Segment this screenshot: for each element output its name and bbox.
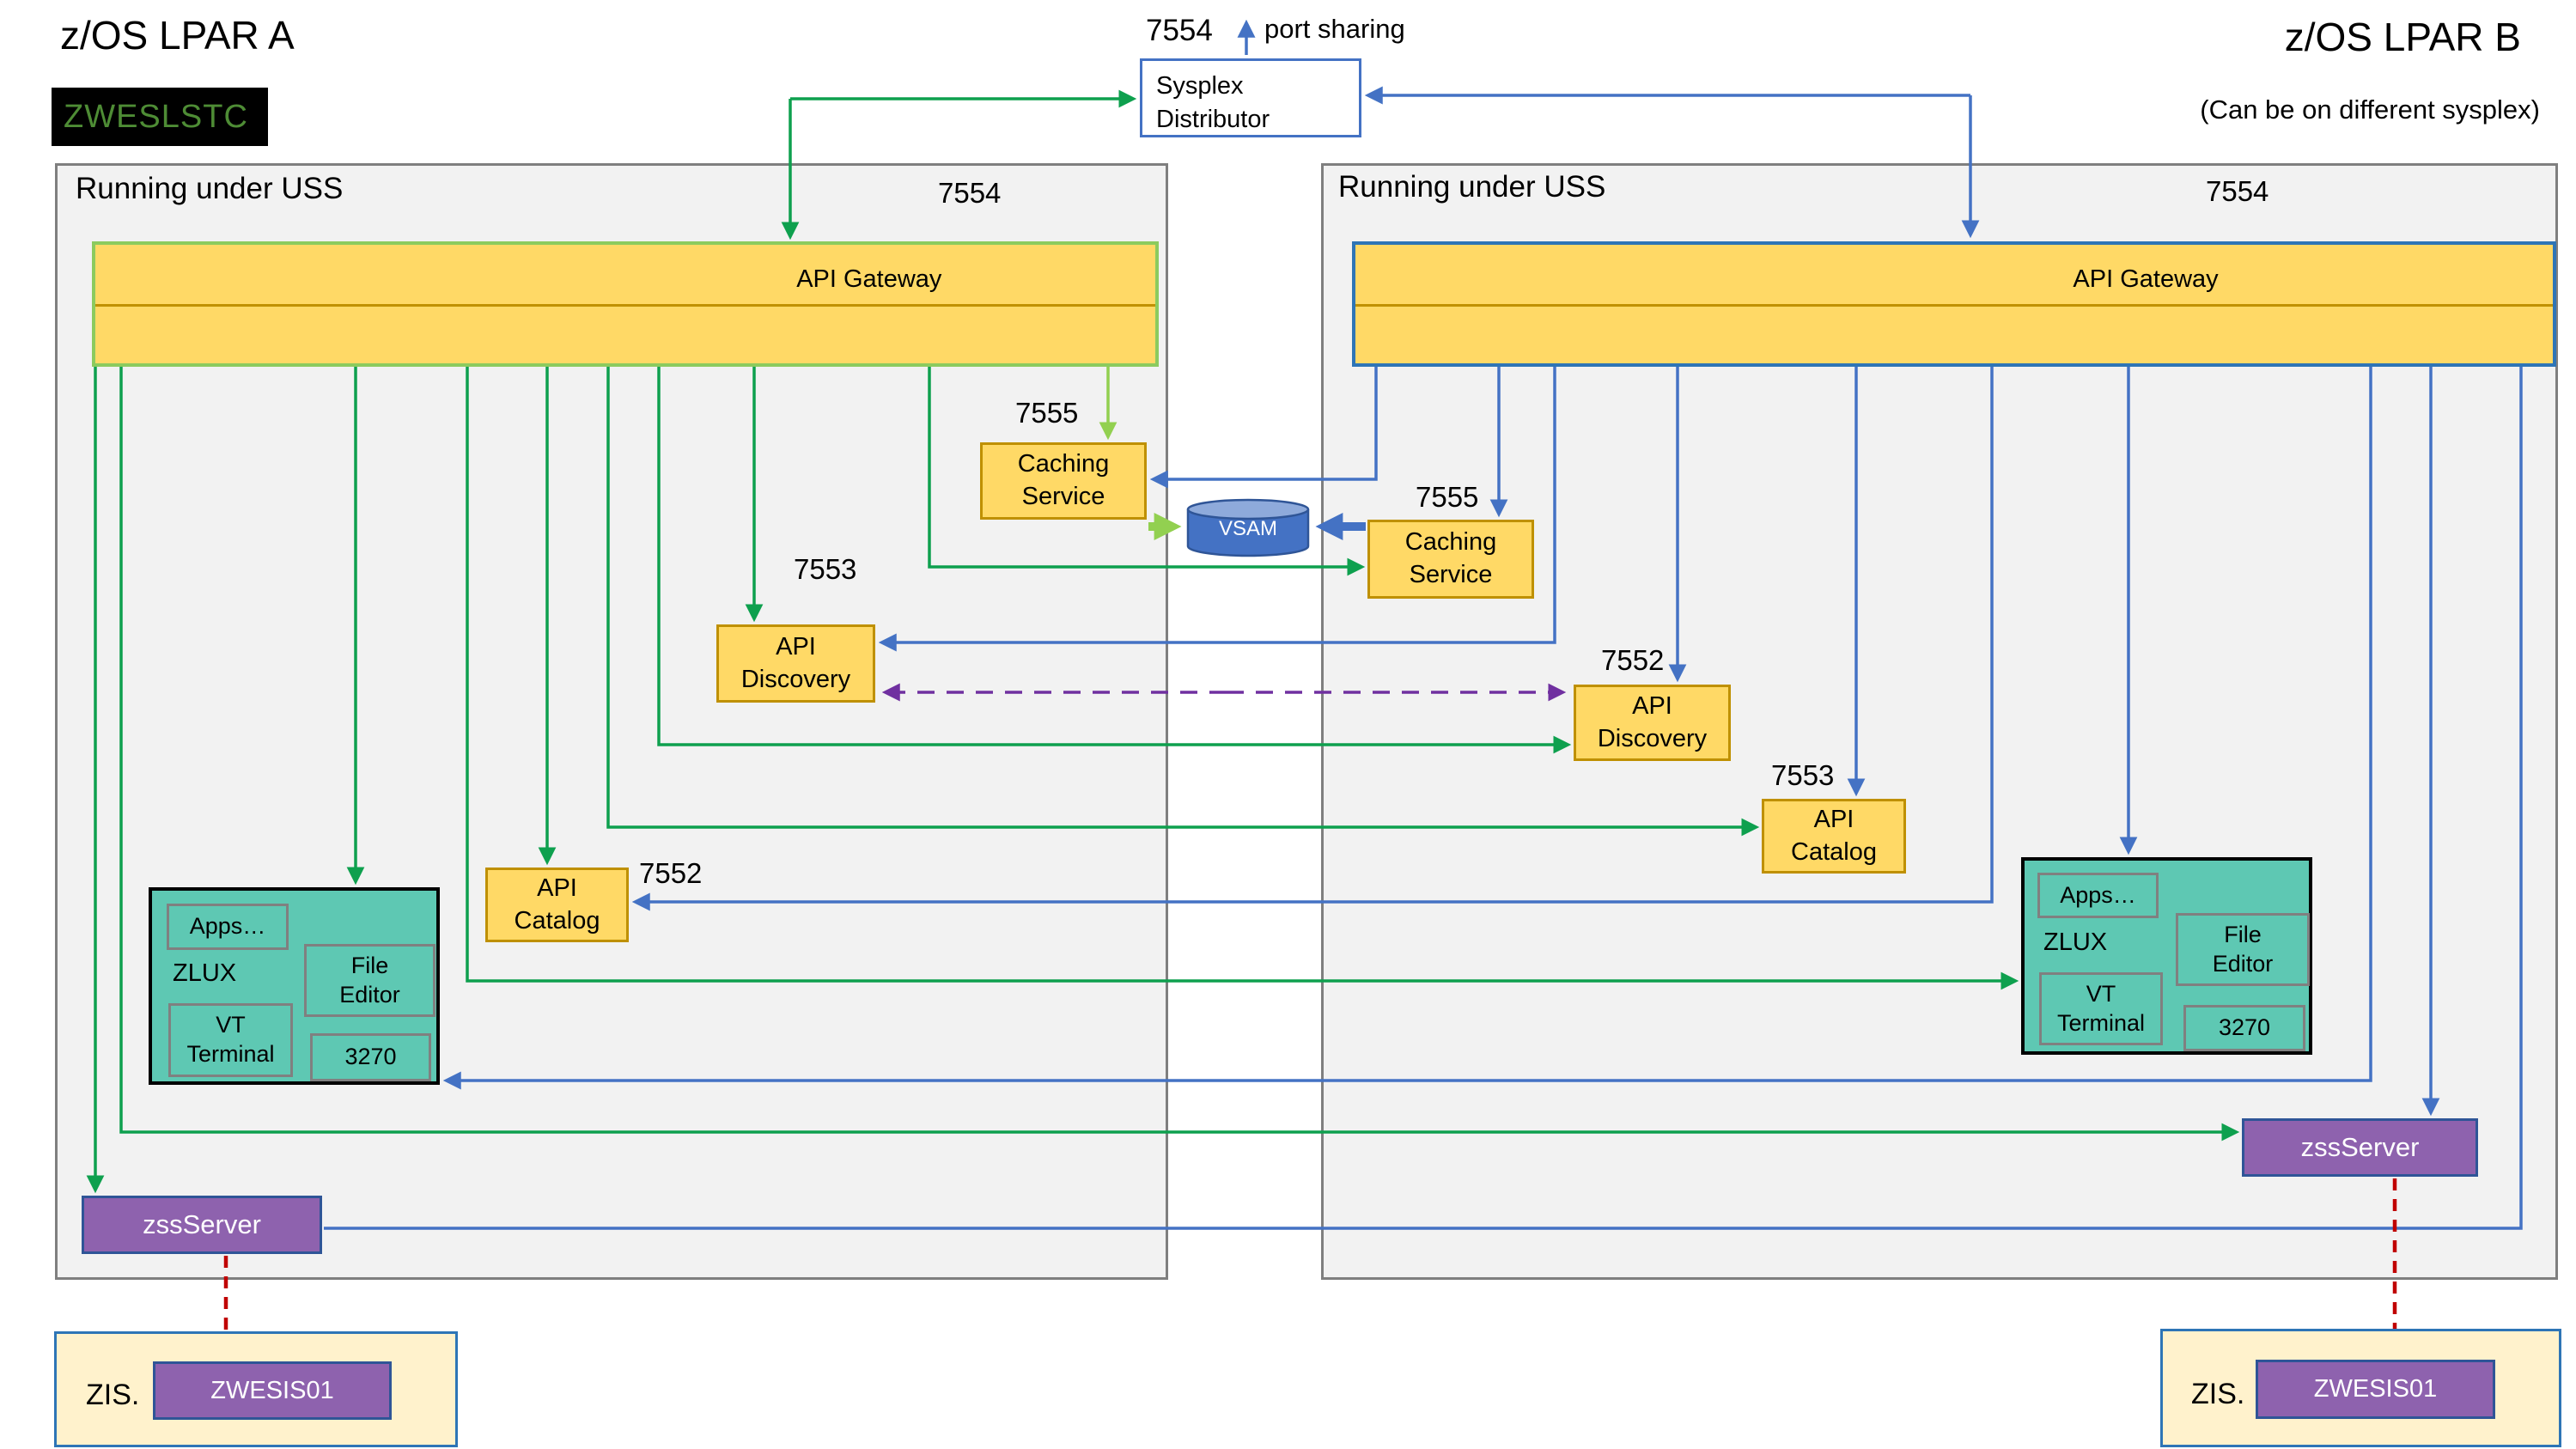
vt-terminal-box-a: VT Terminal xyxy=(168,1003,293,1077)
zis-box-a: ZIS. ZWESIS01 xyxy=(54,1331,458,1447)
t3270-label-a: 3270 xyxy=(344,1044,397,1070)
api-catalog-a: API Catalog xyxy=(485,868,629,942)
uss-label-b: Running under USS xyxy=(1338,170,1606,204)
zwesis01-a: ZWESIS01 xyxy=(153,1361,392,1420)
zlux-label-a: ZLUX xyxy=(173,959,237,987)
t3270-label-b: 3270 xyxy=(2218,1014,2271,1041)
uss-label-a: Running under USS xyxy=(76,172,344,205)
file-editor-label-a: File Editor xyxy=(339,952,400,1008)
zssserver-a: zssServer xyxy=(82,1196,322,1254)
discovery-a-port: 7553 xyxy=(794,553,857,585)
sysplex-port-label: 7554 xyxy=(1146,14,1213,47)
file-editor-box-b: File Editor xyxy=(2176,913,2310,986)
lpar-b-note: (Can be on different sysplex) xyxy=(2200,94,2540,125)
api-gateway-a: API Gateway xyxy=(92,241,1159,367)
file-editor-box-a: File Editor xyxy=(304,944,435,1017)
vsam-cylinder: VSAM xyxy=(1184,498,1312,558)
vt-terminal-box-b: VT Terminal xyxy=(2039,972,2163,1045)
apps-box-a: Apps… xyxy=(167,904,289,950)
t3270-box-b: 3270 xyxy=(2183,1005,2305,1051)
sysplex-distributor-box: Sysplex Distributor xyxy=(1140,58,1361,137)
zweslstc-badge: ZWESLSTC xyxy=(52,88,268,146)
zwesis01-b-label: ZWESIS01 xyxy=(2313,1375,2438,1403)
port-sharing-label: port sharing xyxy=(1264,14,1405,44)
zssserver-b: zssServer xyxy=(2242,1118,2478,1177)
api-catalog-b: API Catalog xyxy=(1762,799,1906,874)
t3270-box-a: 3270 xyxy=(310,1033,431,1081)
catalog-a-port: 7552 xyxy=(639,857,703,889)
catalog-b-port: 7553 xyxy=(1771,759,1835,791)
api-gateway-b-label: API Gateway xyxy=(2073,265,2219,293)
apps-box-b: Apps… xyxy=(2037,873,2159,918)
zlux-box-b: Apps… ZLUX File Editor VT Terminal 3270 xyxy=(2021,857,2312,1055)
caching-b-port: 7555 xyxy=(1416,481,1479,513)
vt-terminal-label-b: VT Terminal xyxy=(2056,980,2146,1036)
api-catalog-b-label: API Catalog xyxy=(1791,805,1877,866)
api-discovery-b: API Discovery xyxy=(1574,685,1731,761)
zlux-label-b: ZLUX xyxy=(2043,928,2108,956)
zwesis01-a-label: ZWESIS01 xyxy=(210,1376,334,1404)
apps-label-b: Apps… xyxy=(2060,881,2136,908)
zis-box-b: ZIS. ZWESIS01 xyxy=(2160,1329,2561,1447)
zis-label-a: ZIS. xyxy=(86,1379,140,1411)
sysplex-distributor-label: Sysplex Distributor xyxy=(1156,72,1270,134)
lpar-b-title: z/OS LPAR B xyxy=(2284,15,2521,59)
caching-a-port: 7555 xyxy=(1015,397,1079,429)
caching-service-b: Caching Service xyxy=(1367,520,1534,599)
zwesis01-b: ZWESIS01 xyxy=(2256,1360,2495,1419)
vsam-label: VSAM xyxy=(1218,517,1277,540)
gateway-b-divider xyxy=(1355,304,2553,307)
api-discovery-a-label: API Discovery xyxy=(740,632,851,693)
api-gateway-a-label: API Gateway xyxy=(796,265,942,293)
gateway-a-divider xyxy=(95,304,1155,307)
caching-service-a-label: Caching Service xyxy=(1017,450,1110,510)
vsam-shape xyxy=(1186,498,1310,557)
zweslstc-label: ZWESLSTC xyxy=(64,98,248,135)
api-catalog-a-label: API Catalog xyxy=(514,874,600,935)
lpar-a-title: z/OS LPAR A xyxy=(60,13,295,58)
file-editor-label-b: File Editor xyxy=(2212,921,2274,977)
gateway-a-port: 7554 xyxy=(938,177,1002,209)
api-discovery-b-label: API Discovery xyxy=(1597,691,1708,752)
apps-label-a: Apps… xyxy=(189,913,266,940)
zssserver-a-label: zssServer xyxy=(143,1209,261,1239)
gateway-b-port: 7554 xyxy=(2206,175,2269,207)
discovery-b-port: 7552 xyxy=(1601,644,1665,676)
vt-terminal-label-a: VT Terminal xyxy=(186,1012,275,1067)
zssserver-b-label: zssServer xyxy=(2300,1132,2420,1162)
api-discovery-a: API Discovery xyxy=(716,624,875,703)
zlux-box-a: Apps… ZLUX File Editor VT Terminal 3270 xyxy=(149,887,440,1085)
zis-label-b: ZIS. xyxy=(2191,1378,2245,1410)
api-gateway-b: API Gateway xyxy=(1352,241,2556,367)
caching-service-b-label: Caching Service xyxy=(1404,528,1497,588)
caching-service-a: Caching Service xyxy=(980,442,1147,520)
